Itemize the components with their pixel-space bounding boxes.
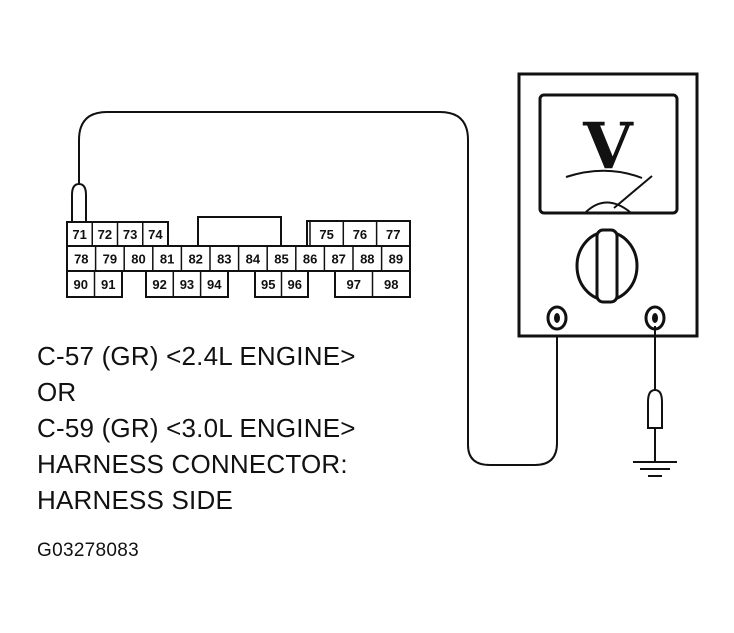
- test-lead-wire: [78, 111, 558, 466]
- pin-label-85: 85: [274, 252, 288, 267]
- pin-label-89: 89: [389, 252, 403, 267]
- pin-label-81: 81: [160, 252, 174, 267]
- pin-label-78: 78: [74, 252, 88, 267]
- caption-line: OR: [37, 377, 77, 407]
- pin-label-88: 88: [360, 252, 374, 267]
- meter-needle: [613, 175, 653, 209]
- pin-label-98: 98: [384, 277, 398, 292]
- pin-label-82: 82: [188, 252, 202, 267]
- pin-label-92: 92: [152, 277, 166, 292]
- pin-label-79: 79: [103, 252, 117, 267]
- ground-lead: [647, 326, 663, 462]
- pin-label-91: 91: [101, 277, 115, 292]
- figure-id: G03278083: [37, 540, 140, 561]
- ground-icon: [633, 461, 677, 477]
- caption-line: HARNESS CONNECTOR:: [37, 449, 348, 479]
- voltmeter: V: [517, 72, 699, 338]
- pin-label-84: 84: [246, 252, 261, 267]
- pin-label-73: 73: [123, 227, 137, 242]
- pin-label-94: 94: [207, 277, 222, 292]
- pin-label-87: 87: [331, 252, 345, 267]
- pin-label-90: 90: [74, 277, 88, 292]
- pin-label-72: 72: [98, 227, 112, 242]
- pin-label-76: 76: [353, 227, 367, 242]
- meter-scale: [565, 169, 643, 179]
- connector-caption: C-57 (GR) <2.4L ENGINE> OR C-59 (GR) <3.…: [37, 338, 356, 518]
- pin-label-95: 95: [261, 277, 275, 292]
- pin-label-77: 77: [386, 227, 400, 242]
- pin-label-93: 93: [180, 277, 194, 292]
- pin-label-96: 96: [288, 277, 302, 292]
- pin-label-97: 97: [347, 277, 361, 292]
- pin-label-75: 75: [319, 227, 333, 242]
- pin-label-71: 71: [72, 227, 86, 242]
- caption-line: C-57 (GR) <2.4L ENGINE>: [37, 341, 356, 371]
- caption-line: C-59 (GR) <3.0L ENGINE>: [37, 413, 356, 443]
- selector-knob: [575, 228, 639, 304]
- pin-label-83: 83: [217, 252, 231, 267]
- pin-label-86: 86: [303, 252, 317, 267]
- pin-label-74: 74: [148, 227, 163, 242]
- caption-line: HARNESS SIDE: [37, 485, 234, 515]
- pin-label-80: 80: [131, 252, 145, 267]
